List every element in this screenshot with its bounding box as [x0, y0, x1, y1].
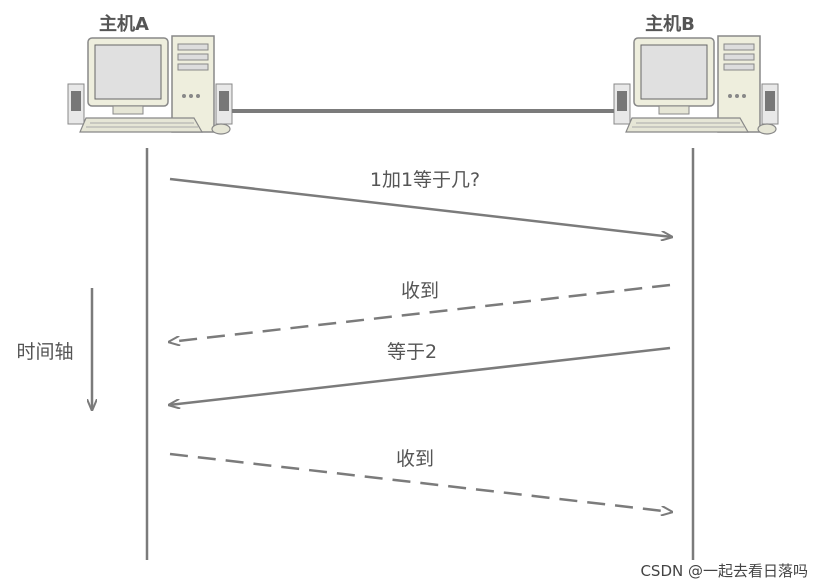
host-b-label: 主机B — [645, 13, 695, 35]
message-question: 1加1等于几? — [169, 169, 672, 237]
message-answer: 等于2 — [169, 341, 671, 405]
message-label: 收到 — [396, 448, 434, 470]
message-label: 等于2 — [387, 341, 437, 363]
message-arrow — [169, 283, 671, 342]
message-label: 收到 — [401, 280, 439, 302]
computer-a-icon — [67, 35, 233, 135]
message-arrow — [169, 177, 672, 237]
message-ack-1: 收到 — [169, 280, 671, 342]
message-arrow — [169, 346, 671, 405]
time-axis: 时间轴 — [16, 288, 92, 410]
message-arrow — [169, 452, 672, 512]
host-a: 主机A — [67, 13, 233, 135]
message-ack-2: 收到 — [169, 448, 672, 512]
watermark: CSDN @一起去看日落吗 — [640, 562, 808, 580]
computer-b-icon — [613, 35, 779, 135]
time-axis-label: 时间轴 — [16, 341, 73, 363]
host-a-label: 主机A — [99, 13, 149, 35]
host-b: 主机B — [613, 13, 779, 135]
message-label: 1加1等于几? — [370, 169, 480, 191]
